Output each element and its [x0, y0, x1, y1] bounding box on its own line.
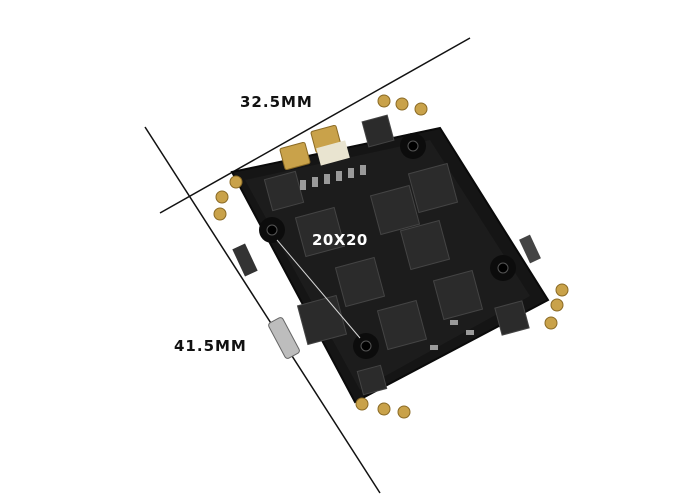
width-dimension-line	[159, 37, 471, 214]
board-face	[245, 140, 530, 390]
mounting-grommets	[259, 133, 516, 359]
solder-pads	[213, 94, 569, 419]
mount-guide-line	[276, 239, 361, 339]
connector-right	[519, 234, 541, 264]
mount-pattern-label: 20X20	[312, 231, 368, 249]
capacitor	[316, 140, 350, 166]
pcb-board	[213, 94, 569, 419]
chips	[263, 114, 530, 396]
height-dimension-line	[144, 126, 381, 494]
height-dimension-label: 41.5MM	[174, 337, 247, 355]
width-dimension-label: 32.5MM	[240, 93, 313, 111]
small-components	[300, 165, 474, 350]
connector-left	[232, 243, 258, 277]
usb-port	[268, 317, 300, 359]
